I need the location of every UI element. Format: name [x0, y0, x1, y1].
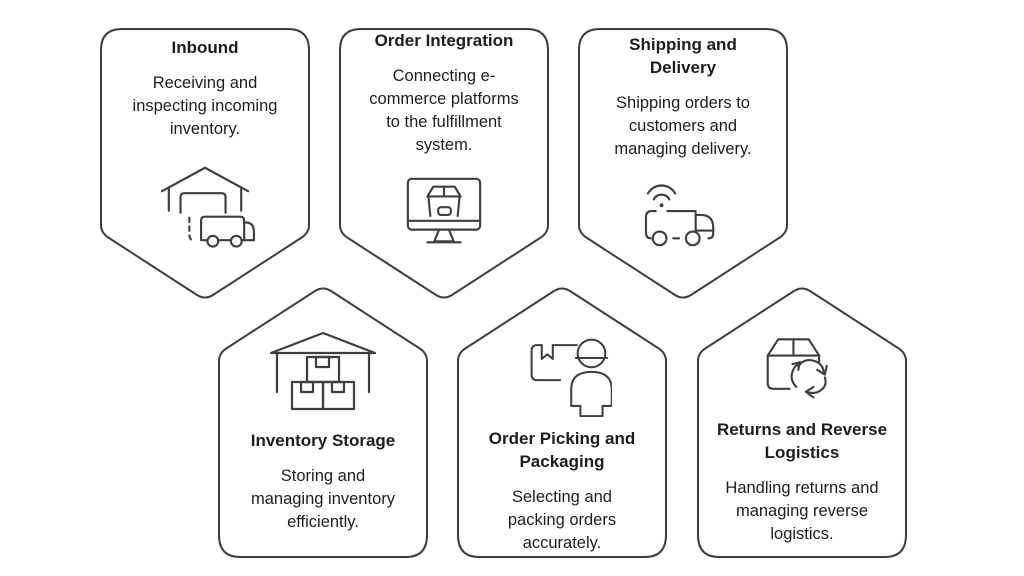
connected-delivery-truck-icon	[644, 183, 715, 246]
icon-box	[635, 176, 731, 252]
process-card-inventory-storage: Inventory Storage Storing and managing i…	[218, 283, 428, 558]
card-content: Inbound Receiving and inspecting incomin…	[100, 28, 310, 302]
icon-box	[758, 323, 846, 408]
card-title: Order Integration	[374, 30, 514, 50]
card-description: Selecting and packing orders accurately.	[507, 488, 617, 552]
card-title: Inventory Storage	[250, 431, 396, 450]
process-card-shipping-and-delivery: Shipping and Delivery Shipping orders to…	[578, 28, 788, 302]
icon-box	[154, 156, 256, 248]
card-shape-arrow-down	[100, 28, 310, 299]
process-card-inbound: Inbound Receiving and inspecting incomin…	[100, 28, 310, 302]
icon-box	[264, 323, 382, 419]
icon-box	[400, 172, 488, 256]
card-content: Returns and Reverse Logistics Handling r…	[697, 283, 907, 558]
card-description: Handling returns and managing reverse lo…	[725, 479, 879, 543]
package-recycle-arrows-icon	[766, 337, 828, 398]
card-content: Order Integration Connecting e- commerce…	[339, 28, 549, 302]
card-title: Order Picking and Packaging	[488, 429, 636, 471]
card-shape-arrow-up	[457, 287, 667, 558]
worker-with-package-icon	[530, 338, 612, 417]
process-card-returns-and-reverse-logistics: Returns and Reverse Logistics Handling r…	[697, 283, 907, 558]
card-shape-arrow-up	[218, 287, 428, 558]
card-title: Shipping and Delivery	[629, 34, 737, 77]
card-title: Inbound	[171, 38, 239, 57]
card-content: Shipping and Delivery Shipping orders to…	[578, 28, 788, 302]
process-card-order-picking-and-packaging: Order Picking and Packaging Selecting an…	[457, 283, 667, 558]
card-content: Inventory Storage Storing and managing i…	[218, 283, 428, 558]
card-content: Order Picking and Packaging Selecting an…	[457, 283, 667, 558]
process-card-order-integration: Order Integration Connecting e- commerce…	[339, 28, 549, 302]
card-shape-arrow-down	[339, 28, 549, 299]
card-description: Storing and managing inventory efficient…	[250, 467, 395, 531]
warehouse-receiving-truck-icon	[160, 166, 256, 248]
card-title: Returns and Reverse Logistics	[716, 420, 888, 462]
card-shape-arrow-up	[697, 287, 907, 558]
warehouse-stacked-boxes-icon	[269, 331, 377, 411]
card-shape-arrow-down	[578, 28, 788, 299]
card-description: Receiving and inspecting incoming invent…	[132, 74, 278, 138]
monitor-package-icon	[406, 177, 482, 243]
icon-box	[512, 323, 612, 417]
card-description: Connecting e- commerce platforms to the …	[369, 66, 519, 154]
card-description: Shipping orders to customers and managin…	[614, 93, 752, 158]
